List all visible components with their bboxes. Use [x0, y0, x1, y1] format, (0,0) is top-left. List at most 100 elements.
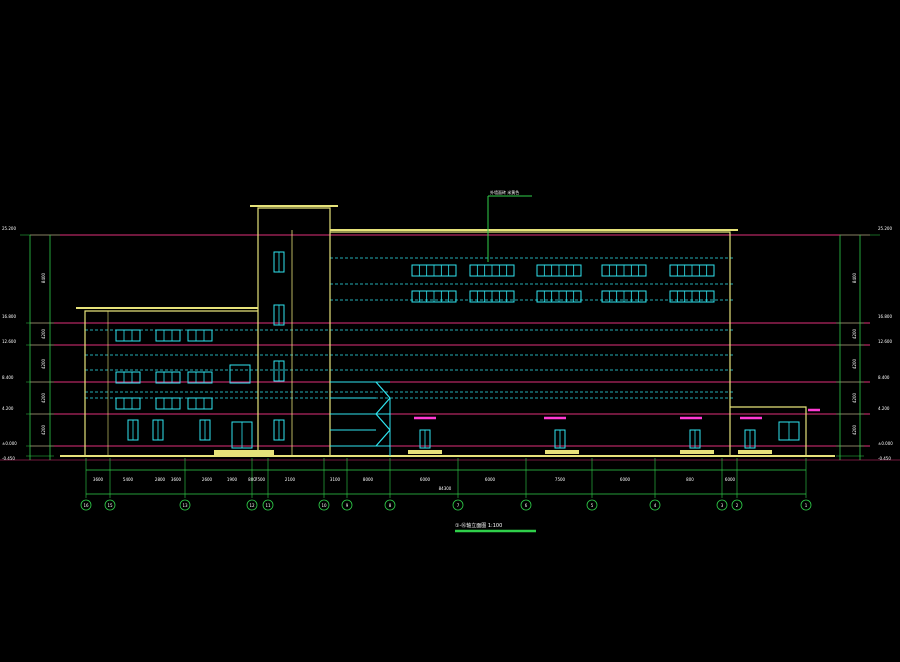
axis-bubble: 3: [716, 499, 728, 511]
elev-right-label: 12.600: [878, 339, 892, 344]
drawing-title-block: ①-⑯轴立面图 1:100: [455, 522, 536, 533]
axis-bubble-label: 2: [736, 503, 739, 508]
axis-bubble: 8: [384, 499, 396, 511]
axis-bubble: 4: [649, 499, 661, 511]
window-frame: [187, 397, 213, 410]
window-frame: [115, 371, 141, 384]
axis-dim-text: 7500: [555, 477, 566, 482]
window-frame: [229, 364, 251, 384]
axis-bubble: 1: [800, 499, 812, 511]
axis-bubble-label: 12: [249, 503, 255, 508]
axis-bubble-label: 6: [525, 503, 528, 508]
axis-bubble-circle: [179, 499, 191, 511]
segment-dim-text: 4200: [852, 358, 857, 369]
door-step: [680, 450, 714, 454]
elev-left-label: 8.400: [2, 375, 14, 380]
window: [127, 419, 139, 441]
material-callout: 外墙面砖 米黄色: [487, 189, 532, 262]
window-frame: [155, 371, 181, 384]
door-step: [738, 450, 772, 454]
axis-dim-text: 7500: [255, 477, 266, 482]
window: [155, 371, 181, 384]
door-step: [408, 450, 442, 454]
window-frame: [115, 329, 141, 342]
axis-bubble: 7: [452, 499, 464, 511]
window: [669, 264, 715, 277]
window: [744, 429, 756, 449]
axis-bubble-label: 9: [346, 503, 349, 508]
axis-bubble-label: 7: [457, 503, 460, 508]
window: [155, 397, 181, 410]
axis-dim-text: 5400: [123, 477, 134, 482]
elev-left-label: -0.450: [2, 456, 15, 461]
external-stair: [330, 381, 391, 456]
axis-bubble-label: 1: [805, 503, 808, 508]
segment-dim-text: 4200: [41, 392, 46, 403]
segment-dim-text: 4200: [852, 392, 857, 403]
segment-dim-text: 4200: [41, 358, 46, 369]
elev-left-label: 25.200: [2, 226, 16, 231]
window: [411, 264, 457, 277]
elevation-labels-left: 25.200 16.800 12.600 8.400 4.200 ±0.000 …: [2, 226, 17, 461]
axis-bubble-label: 4: [654, 503, 657, 508]
axis-dim-text: 6000: [620, 477, 631, 482]
axis-bubble: 16: [80, 499, 92, 511]
axis-bubble: 9: [341, 499, 353, 511]
window: [115, 371, 141, 384]
window: [273, 304, 285, 326]
elev-right-label: -0.450: [878, 456, 891, 461]
windows-layer: [115, 251, 800, 449]
axis-bubble-circle: [520, 499, 532, 511]
annex-outline: [730, 406, 807, 456]
elev-right-label: 25.200: [878, 226, 892, 231]
window: [152, 419, 164, 441]
axis-bubble-label: 10: [321, 503, 327, 508]
window: [115, 329, 141, 342]
window-frame: [187, 329, 213, 342]
stair-flight: [375, 381, 391, 399]
axis-dim-text: 6000: [485, 477, 496, 482]
axis-bubble-circle: [452, 499, 464, 511]
window: [273, 251, 285, 273]
total-dimension: 84300: [439, 486, 452, 491]
elev-right-label: 4.200: [878, 406, 890, 411]
axis-bubble: 10: [318, 499, 330, 511]
window-frame: [187, 371, 213, 384]
elev-left-label: 12.600: [2, 339, 16, 344]
elev-right-label: ±0.000: [878, 441, 893, 446]
axis-bubble: 6: [520, 499, 532, 511]
axis-bubble: 12: [246, 499, 258, 511]
axis-bubble: 15: [104, 499, 116, 511]
window: [469, 264, 515, 277]
window-frame: [115, 397, 141, 410]
building-outline: [76, 205, 820, 456]
floor-level-lines: [0, 234, 900, 461]
elev-left-label: 4.200: [2, 406, 14, 411]
axis-dim-text: 3100: [330, 477, 341, 482]
window: [689, 429, 701, 449]
axis-bubble-circle: [318, 499, 330, 511]
elevation-labels-right: 25.200 16.800 12.600 8.400 4.200 ±0.000 …: [878, 226, 893, 461]
axis-bubble-label: 3: [721, 503, 724, 508]
window: [199, 419, 211, 441]
window: [115, 397, 141, 410]
axis-dim-text: 8000: [363, 477, 374, 482]
segment-dim-text: 4200: [41, 328, 46, 339]
axis-bubble-circle: [80, 499, 92, 511]
segment-dim-text: 8400: [41, 272, 46, 283]
window: [155, 329, 181, 342]
axis-bubble: 2: [731, 499, 743, 511]
axis-bubble: 13: [179, 499, 191, 511]
window: [669, 290, 715, 303]
axis-dim-text: 3600: [171, 477, 182, 482]
drawing-title: ①-⑯轴立面图 1:100: [455, 522, 502, 529]
stair-flight: [375, 413, 391, 431]
callout-text: 外墙面砖 米黄色: [490, 189, 519, 195]
axis-bubble-circle: [649, 499, 661, 511]
window: [536, 290, 582, 303]
segment-dim-text: 4200: [41, 424, 46, 435]
axis-bubble-label: 5: [591, 503, 594, 508]
axis-bubble-circle: [246, 499, 258, 511]
axis-bubble-circle: [586, 499, 598, 511]
